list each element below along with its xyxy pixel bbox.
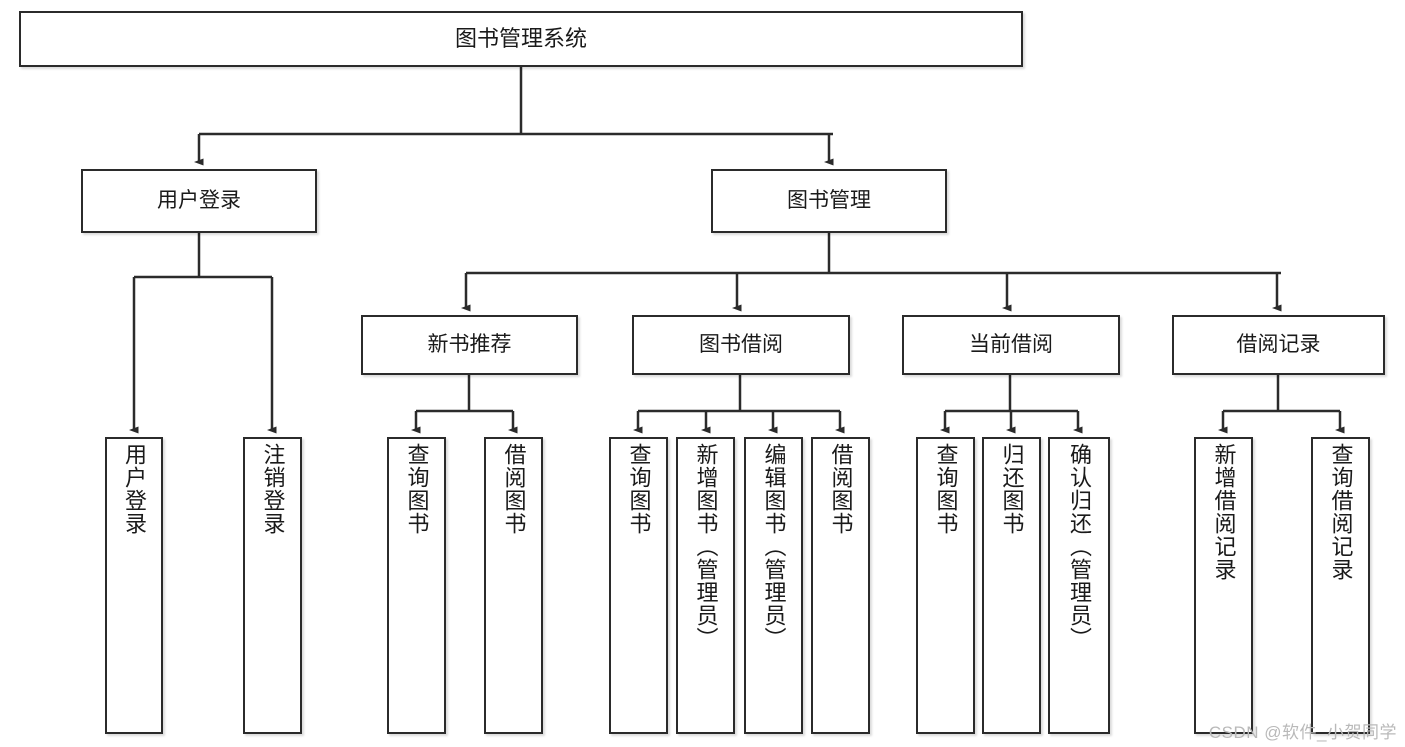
leaf-borrow-book-1-label: 借阅图书 [501,443,527,535]
leaf-add-book-label: 新增图书（管理员） [693,443,719,650]
leaf-query-book-3[interactable]: 查询图书 [916,437,975,734]
node-user-login-label: 用户登录 [157,188,241,212]
node-user-login[interactable]: 用户登录 [81,169,317,233]
leaf-add-record[interactable]: 新增借阅记录 [1194,437,1253,734]
leaf-borrow-book-1[interactable]: 借阅图书 [484,437,543,734]
node-book-manage[interactable]: 图书管理 [711,169,947,233]
leaf-confirm-return[interactable]: 确认归还（管理员） [1048,437,1110,734]
node-book-borrow[interactable]: 图书借阅 [632,315,850,375]
leaf-user-login[interactable]: 用户登录 [105,437,163,734]
node-root-label: 图书管理系统 [454,26,587,52]
node-new-book-recommend-label: 新书推荐 [427,332,512,356]
leaf-logout[interactable]: 注销登录 [243,437,302,734]
node-current-borrow[interactable]: 当前借阅 [902,315,1120,375]
leaf-add-record-label: 新增借阅记录 [1211,443,1237,581]
leaf-borrow-book-2[interactable]: 借阅图书 [811,437,870,734]
leaf-borrow-book-2-label: 借阅图书 [828,443,854,535]
leaf-query-book-3-label: 查询图书 [933,443,959,535]
node-current-borrow-label: 当前借阅 [969,332,1053,356]
node-book-manage-label: 图书管理 [787,188,871,212]
leaf-query-record[interactable]: 查询借阅记录 [1311,437,1370,734]
node-root[interactable]: 图书管理系统 [19,11,1023,67]
leaf-user-login-label: 用户登录 [122,443,147,535]
node-borrow-record[interactable]: 借阅记录 [1172,315,1385,375]
leaf-edit-book[interactable]: 编辑图书（管理员） [744,437,803,734]
leaf-edit-book-label: 编辑图书（管理员） [761,443,787,650]
watermark: CSDN @软件_小贺同学 [1208,723,1397,742]
leaf-confirm-return-label: 确认归还（管理员） [1067,443,1092,650]
leaf-return-book[interactable]: 归还图书 [982,437,1041,734]
leaf-query-book-2-label: 查询图书 [626,443,652,535]
leaf-add-book[interactable]: 新增图书（管理员） [676,437,735,734]
leaf-logout-label: 注销登录 [260,443,286,535]
leaf-query-book-1[interactable]: 查询图书 [387,437,446,734]
node-book-borrow-label: 图书借阅 [699,332,783,356]
node-new-book-recommend[interactable]: 新书推荐 [361,315,578,375]
leaf-query-book-2[interactable]: 查询图书 [609,437,668,734]
node-borrow-record-label: 借阅记录 [1236,332,1321,356]
leaf-query-record-label: 查询借阅记录 [1328,443,1354,581]
leaf-query-book-1-label: 查询图书 [404,443,430,535]
leaf-return-book-label: 归还图书 [999,443,1025,535]
